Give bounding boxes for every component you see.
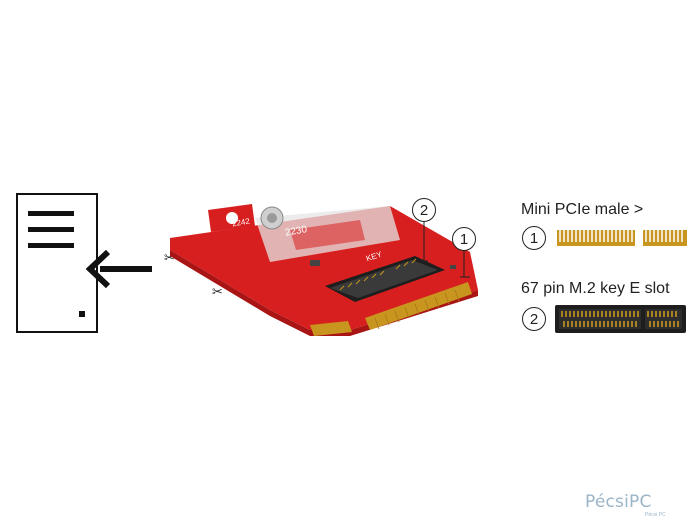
watermark-tagline: Pécsi PC [645,512,666,518]
arrow-left-icon [86,250,152,288]
callout-2: 2 [412,198,436,222]
legend-label-m2-slot: 67 pin M.2 key E slot [521,280,670,297]
watermark-logo: PécsiPC Pécsi PC [585,492,685,522]
scissors-icon: ✂ [212,284,223,299]
adapter-card-image [170,204,478,336]
callout-2-leader [420,222,428,262]
watermark-brand: PécsiPC [585,492,652,512]
legend-number-2: 2 [522,307,546,331]
callout-1: 1 [452,227,476,251]
callout-1-leader [460,251,470,278]
scissors-icon: ✂ [164,250,175,265]
legend-label-mini-pcie: Mini PCIe male > [521,201,644,218]
mini-pcie-pins-icon [557,230,687,246]
legend-number-1: 1 [522,226,546,250]
m2-slot-pins-icon [555,305,686,333]
document-icon [16,193,98,333]
